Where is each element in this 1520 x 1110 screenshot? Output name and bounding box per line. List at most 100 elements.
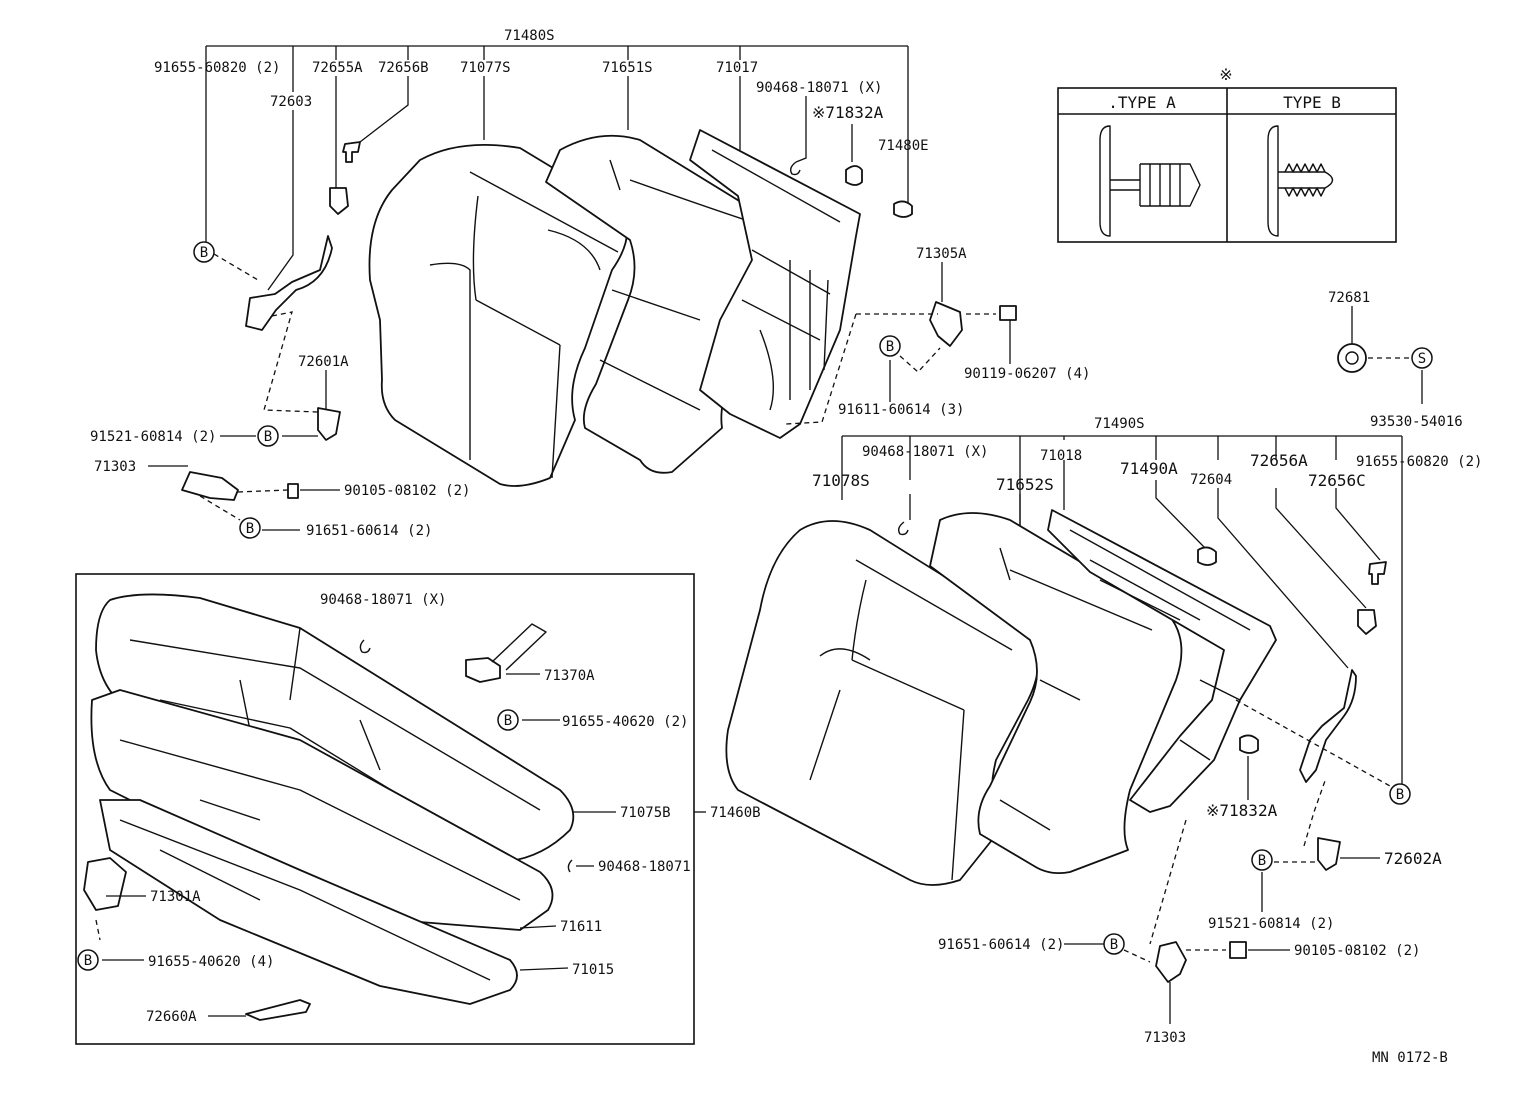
cushion-cover-71075b-icon <box>95 593 575 863</box>
svg-text:B: B <box>246 521 254 537</box>
legend-type-a: .TYPE A <box>1108 93 1176 112</box>
label-72660a: 72660A <box>146 1009 197 1025</box>
label-71611: 71611 <box>560 919 602 935</box>
label-72656c: 72656C <box>1308 471 1366 490</box>
label-90105-08102-right: 90105-08102 (2) <box>1294 943 1420 959</box>
clip-71480e-icon <box>893 200 913 218</box>
hog-ring-right-icon <box>897 521 909 536</box>
label-71832a-right: ※71832A <box>1206 801 1278 820</box>
label-90119-06207: 90119-06207 (4) <box>964 366 1090 382</box>
label-72656b: 72656B <box>378 60 429 76</box>
svg-text:B: B <box>84 953 92 969</box>
label-93530-54016: 93530-54016 <box>1370 414 1463 430</box>
label-71018: 71018 <box>1040 448 1082 464</box>
label-91655-40620-2: 91655-40620 (2) <box>562 714 688 730</box>
label-71490a: 71490A <box>1120 459 1178 478</box>
reference-badges: B B B B S B B B B B <box>77 241 1433 971</box>
label-72656a: 72656A <box>1250 451 1308 470</box>
wire-72660a-icon <box>245 999 311 1021</box>
drawing-code: MN 0172-B <box>1372 1050 1448 1066</box>
seatback-frame-71018-icon <box>1047 509 1277 813</box>
label-90468-18071x-c: 90468-18071 (X) <box>320 592 446 608</box>
label-72602a: 72602A <box>1384 849 1442 868</box>
label-71077s: 71077S <box>460 60 511 76</box>
type-legend: ※ .TYPE A TYPE B <box>1057 65 1397 243</box>
fastener-72656c-icon <box>1368 561 1387 585</box>
clip-type-a-icon <box>1099 125 1201 237</box>
hog-ring-cushion-top-icon <box>359 639 371 654</box>
label-71370a: 71370A <box>544 668 595 684</box>
label-91651-60614-left: 91651-60614 (2) <box>306 523 432 539</box>
label-72601a: 72601A <box>298 354 349 370</box>
hog-ring-left-icon <box>789 161 801 176</box>
hog-ring-cushion-icon <box>567 859 573 873</box>
label-91655-60820-left: 91655-60820 (2) <box>154 60 280 76</box>
callout-labels: 71480S 91655-60820 (2) 72655A 72656B 710… <box>90 28 1482 1066</box>
hinge-71303-right-icon <box>1155 941 1187 983</box>
fastener-72656b-icon <box>342 141 361 163</box>
svg-text:B: B <box>1396 787 1404 803</box>
badge-b-right-91521: B <box>1251 849 1273 871</box>
svg-text:B: B <box>264 429 272 445</box>
bracket-72601a-icon <box>317 407 341 441</box>
cushion-group-frame <box>75 573 695 1045</box>
label-90105-08102-left: 90105-08102 (2) <box>344 483 470 499</box>
badge-b-cushion-71370a: B <box>497 709 519 731</box>
fastener-72655a-icon <box>329 187 349 215</box>
bracket-71301a-icon <box>83 857 127 911</box>
lock-72603-icon <box>245 235 333 331</box>
lock-72604-icon <box>1299 669 1357 783</box>
legend-type-b: TYPE B <box>1283 93 1341 112</box>
label-71651s: 71651S <box>602 60 653 76</box>
badge-b-right-91651: B <box>1103 933 1125 955</box>
label-91521-60814-right: 91521-60814 (2) <box>1208 916 1334 932</box>
cushion-frame-71015-icon <box>99 799 518 1005</box>
label-90468-18071x-a: 90468-18071 (X) <box>756 80 882 96</box>
label-71832a-top: ※71832A <box>812 103 884 122</box>
grommet-72681-icon <box>1337 343 1367 373</box>
cushion-pad-71611-icon <box>90 689 554 931</box>
seatback-cover-71651s-icon <box>545 134 791 474</box>
label-72603: 72603 <box>270 94 312 110</box>
seatback-left-assembly <box>148 45 1423 531</box>
hinge-71305a-icon <box>929 301 963 347</box>
label-72604: 72604 <box>1190 472 1232 488</box>
label-71490s: 71490S <box>1094 416 1145 432</box>
label-91611-60614: 91611-60614 (3) <box>838 402 964 418</box>
badge-s-72681: S <box>1411 347 1433 369</box>
label-71075b: 71075B <box>620 805 671 821</box>
svg-text:S: S <box>1418 351 1426 367</box>
svg-text:B: B <box>1258 853 1266 869</box>
badge-b-upper-left: B <box>193 241 215 263</box>
label-71480e: 71480E <box>878 138 929 154</box>
label-71303-right: 71303 <box>1144 1030 1186 1046</box>
label-91521-60814-left: 91521-60814 (2) <box>90 429 216 445</box>
seatback-frame-71017-icon <box>689 129 861 439</box>
clip-type-b-icon <box>1267 125 1334 237</box>
label-71015: 71015 <box>572 962 614 978</box>
badge-b-right-upper: B <box>1389 783 1411 805</box>
label-71078s: 71078S <box>812 471 870 490</box>
bolt-90105-left-icon <box>287 483 299 499</box>
svg-text:B: B <box>200 245 208 261</box>
label-91651-60614-right: 91651-60614 (2) <box>938 937 1064 953</box>
badge-b-left-91651: B <box>239 517 261 539</box>
svg-text:B: B <box>1110 937 1118 953</box>
label-71652s: 71652S <box>996 475 1054 494</box>
label-72681: 72681 <box>1328 290 1370 306</box>
label-71303-left: 71303 <box>94 459 136 475</box>
seat-cushion-assembly <box>75 573 706 1045</box>
label-71301a: 71301A <box>150 889 201 905</box>
label-90468-18071: 90468-18071 <box>598 859 691 875</box>
seatback-right-assembly <box>725 435 1403 1024</box>
svg-text:B: B <box>504 713 512 729</box>
fastener-72656a-icon <box>1357 609 1377 635</box>
badge-b-left-91521: B <box>257 425 279 447</box>
label-91655-40620-4: 91655-40620 (4) <box>148 954 274 970</box>
clip-71490a-icon <box>1197 546 1217 566</box>
label-71480s: 71480S <box>504 28 555 44</box>
badge-b-cushion-71301a: B <box>77 949 99 971</box>
bracket-72602a-icon <box>1317 837 1341 871</box>
bolt-90105-right-icon <box>1229 941 1247 959</box>
